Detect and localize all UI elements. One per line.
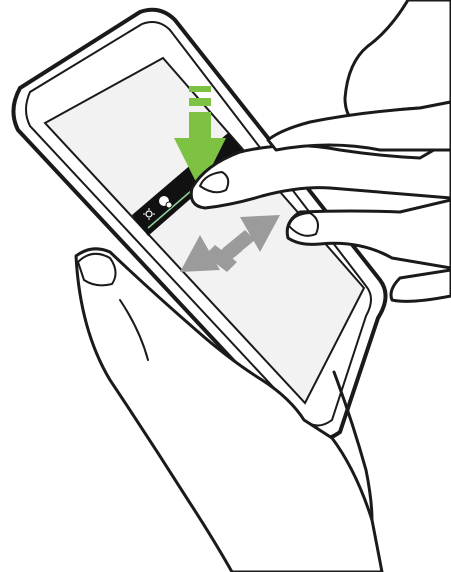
left-thumb-nail xyxy=(78,254,116,286)
right-ring-finger xyxy=(391,270,451,301)
right-hand-back xyxy=(345,0,451,120)
